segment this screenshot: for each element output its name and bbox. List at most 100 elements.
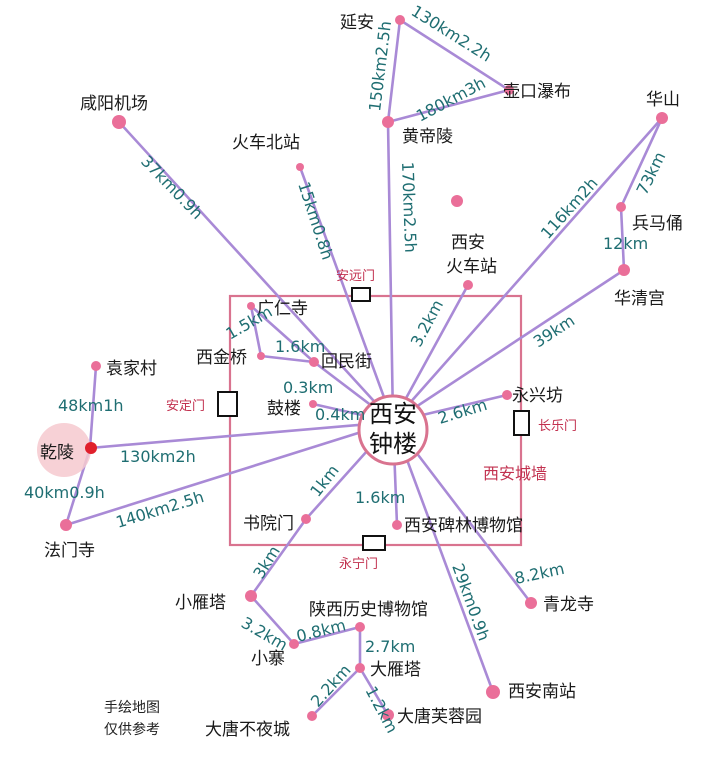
label-shaanxi-museum: 陕西历史博物馆 bbox=[309, 600, 428, 620]
route-hukou-huangdiling bbox=[386, 88, 511, 124]
label-xiaozhai: 小寨 bbox=[251, 649, 285, 669]
dist-famen: 140km2.5h bbox=[114, 487, 207, 532]
dot-xiaoyanta bbox=[245, 590, 257, 602]
gate-label-north: 安远门 bbox=[336, 269, 375, 284]
route-xiaoyan-xiaozhai bbox=[249, 594, 296, 646]
dot-airport bbox=[112, 115, 126, 129]
dist-gulou: 0.4km bbox=[315, 405, 365, 424]
dot-shaanxi-museum bbox=[355, 622, 365, 632]
dist-huimin: 0.3km bbox=[283, 378, 333, 397]
dot-huangdiling bbox=[382, 116, 394, 128]
route-shuyuan-xiaoyan bbox=[249, 517, 308, 598]
dot-north-station bbox=[296, 163, 304, 171]
dist-xijin-huimin: 1.6km bbox=[275, 337, 325, 356]
gate-label-east: 长乐门 bbox=[538, 419, 577, 434]
dist-huangdiling-center: 170km2.5h bbox=[398, 161, 420, 253]
route-huashan-bingmayong bbox=[619, 116, 664, 209]
note-line1: 手绘地图 bbox=[104, 700, 160, 716]
dot-unlabeled bbox=[451, 195, 463, 207]
dist-airport: 37km0.9h bbox=[137, 152, 207, 223]
route-qianling bbox=[88, 420, 395, 450]
route-huaqing bbox=[391, 268, 626, 424]
dot-xian-station bbox=[463, 280, 473, 290]
label-dayanta: 大雁塔 bbox=[370, 660, 421, 680]
label-xiaoyanta: 小雁塔 bbox=[175, 593, 226, 613]
gate-west-box bbox=[217, 391, 238, 417]
label-gulou: 鼓楼 bbox=[267, 399, 301, 419]
gate-north-box bbox=[351, 287, 371, 302]
qianling-halo bbox=[37, 423, 91, 477]
label-huangdiling: 黄帝陵 bbox=[402, 127, 453, 147]
dist-huashan: 116km2h bbox=[537, 174, 602, 243]
dot-yuanjiacun bbox=[91, 361, 101, 371]
label-shuyuanmen: 书院门 bbox=[243, 514, 294, 534]
dot-shuyuanmen bbox=[301, 514, 311, 524]
dot-buyecheng bbox=[307, 711, 317, 721]
label-yongxingfang: 永兴坊 bbox=[512, 386, 563, 406]
note-line2: 仅供参考 bbox=[104, 721, 160, 738]
label-qianling: 乾陵 bbox=[40, 443, 74, 463]
label-xian-station-1: 西安 bbox=[451, 233, 485, 253]
label-xijinqiao: 西金桥 bbox=[196, 348, 247, 368]
route-bingmayong-huaqing bbox=[619, 205, 626, 272]
route-yanan-hukou bbox=[398, 18, 511, 92]
dot-furongyuan bbox=[382, 709, 394, 721]
dot-gulou bbox=[309, 400, 317, 408]
route-dayan-buyecheng bbox=[310, 666, 362, 718]
route-north-station bbox=[298, 165, 395, 424]
label-huaqinggong: 华清宫 bbox=[614, 289, 665, 309]
gate-label-south: 永宁门 bbox=[339, 556, 378, 572]
label-yanan: 延安 bbox=[340, 13, 374, 33]
route-airport bbox=[117, 120, 395, 424]
routes bbox=[64, 18, 664, 718]
gate-east-box bbox=[513, 410, 530, 436]
label-bingmayong: 兵马俑 bbox=[632, 214, 683, 234]
dot-south-station bbox=[486, 685, 500, 699]
bell-tower-circle bbox=[357, 394, 429, 466]
dot-huashan bbox=[656, 112, 668, 124]
route-huangdiling-center bbox=[386, 120, 395, 424]
route-famen bbox=[64, 420, 395, 527]
route-south-station bbox=[391, 420, 495, 694]
dist-museum-dayan: 2.7km bbox=[365, 637, 415, 656]
route-huashan bbox=[391, 116, 664, 424]
label-north-station: 火车北站 bbox=[232, 133, 300, 153]
gate-label-west: 安定门 bbox=[166, 399, 205, 414]
label-buyecheng: 大唐不夜城 bbox=[205, 719, 290, 740]
label-guangrensi: 广仁寺 bbox=[257, 299, 308, 319]
dist-huashan-bingmayong: 73km bbox=[633, 149, 670, 198]
dist-yuanjia-qianling: 48km1h bbox=[58, 396, 124, 415]
dot-bingmayong bbox=[616, 202, 626, 212]
label-huiminjie: 回民街 bbox=[321, 352, 372, 372]
dist-bingmayong-huaqing: 12km bbox=[603, 234, 648, 253]
dot-huaqing bbox=[618, 264, 630, 276]
label-yuanjiacun: 袁家村 bbox=[106, 359, 157, 379]
dot-huiminjie bbox=[309, 357, 319, 367]
label-hukou: 壶口瀑布 bbox=[503, 82, 571, 102]
route-guangren-huimin bbox=[249, 304, 316, 364]
label-qinglongsi: 青龙寺 bbox=[543, 595, 594, 615]
dot-hukou bbox=[504, 85, 514, 95]
dist-qinglongsi: 8.2km bbox=[513, 559, 566, 588]
dist-shuyuan-xiaoyan: 3km bbox=[249, 542, 284, 582]
dot-xijinqiao bbox=[257, 352, 265, 360]
route-dayan-furong bbox=[358, 666, 390, 717]
dot-famensi bbox=[60, 519, 72, 531]
qianling-marker bbox=[85, 442, 97, 454]
dot-beilin bbox=[392, 520, 402, 530]
route-yuanjia-qianling bbox=[88, 364, 98, 450]
label-huashan: 华山 bbox=[646, 90, 680, 110]
dot-yanan bbox=[395, 15, 405, 25]
dist-dayan-buyecheng: 2.2km bbox=[307, 661, 355, 711]
label-xian-station-2: 火车站 bbox=[446, 257, 497, 277]
place-labels: 延安 壶口瀑布 黄帝陵 咸阳机场 火车北站 西安 火车站 华山 兵马俑 华清宫 … bbox=[40, 13, 683, 740]
dist-qianling-famen: 40km0.9h bbox=[24, 483, 105, 502]
route-xiaozhai-museum bbox=[292, 625, 362, 646]
dist-dayan-furong: 1.2km bbox=[361, 683, 401, 736]
route-yanan-huangdiling bbox=[386, 18, 402, 124]
city-wall-label: 西安城墙 bbox=[483, 464, 547, 483]
label-beilin: 西安碑林博物馆 bbox=[404, 516, 523, 536]
label-south-station: 西安南站 bbox=[508, 682, 576, 702]
label-airport: 咸阳机场 bbox=[80, 94, 148, 114]
